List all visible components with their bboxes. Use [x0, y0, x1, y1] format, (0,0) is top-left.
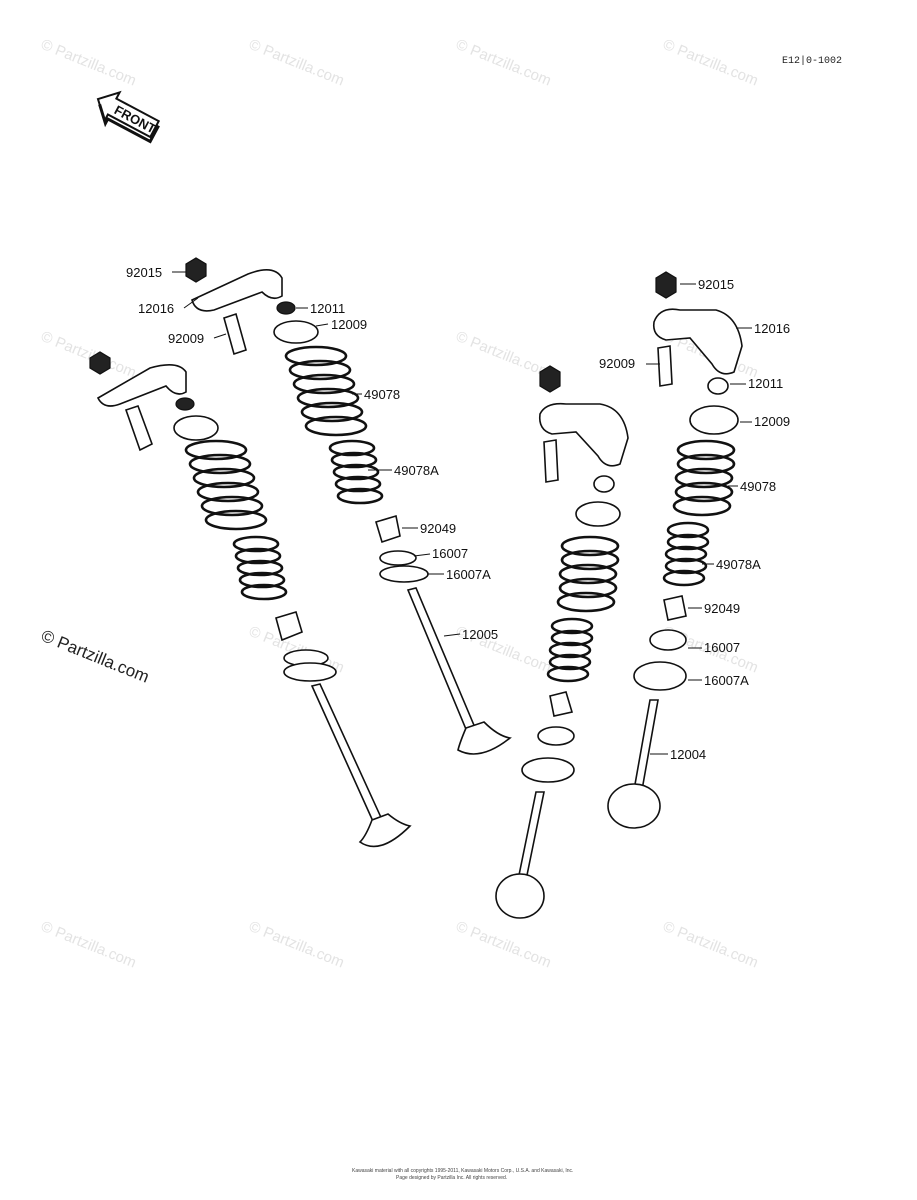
- cotter-icon: [276, 301, 296, 315]
- retainer-icon: [575, 501, 621, 527]
- valve-stem-icon: [633, 699, 659, 791]
- label-92015: 92015: [698, 277, 734, 292]
- valve-stem-icon: [517, 791, 545, 881]
- nut-icon: [185, 257, 207, 283]
- outer-spring-icon: [284, 345, 368, 437]
- valve-stem-icon: [406, 587, 478, 736]
- watermark: © Partzilla.com: [39, 918, 139, 972]
- watermark: © Partzilla.com: [661, 36, 761, 90]
- label-12011: 12011: [310, 301, 345, 316]
- spring-seat-icon: [649, 629, 687, 651]
- spring-seat-outer-icon: [633, 661, 687, 691]
- watermark: © Partzilla.com: [454, 328, 554, 382]
- rocker-arm-icon: [191, 269, 283, 312]
- label-16007: 16007: [704, 640, 740, 655]
- outer-spring-icon: [184, 439, 268, 531]
- watermark: © Partzilla.com: [247, 918, 347, 972]
- copyright-line-1: Kawasaki material with all copyrights 19…: [352, 1168, 573, 1174]
- left-labeled-assembly: 92015 12016 12011 92009 12009 49078 4907…: [126, 257, 512, 755]
- middle-valve-assembly: [495, 365, 629, 919]
- label-16007a: 16007A: [446, 567, 491, 582]
- label-12005: 12005: [462, 627, 498, 642]
- retainer-icon: [173, 415, 219, 441]
- label-49078: 49078: [364, 387, 400, 402]
- spring-seat-outer-icon: [283, 662, 337, 682]
- inner-spring-icon: [328, 439, 384, 505]
- nut-icon: [89, 351, 111, 375]
- label-92009: 92009: [168, 331, 204, 346]
- label-92009: 92009: [599, 356, 635, 371]
- right-labeled-assembly: 92015 12016 92009 12011 12009 49078 4907…: [599, 271, 790, 829]
- label-49078a: 49078A: [716, 557, 761, 572]
- watermark: © Partzilla.com: [39, 36, 139, 90]
- cotter-icon: [593, 475, 615, 493]
- valve-head-icon: [358, 813, 412, 848]
- adjusting-screw-icon: [124, 404, 153, 452]
- nut-icon: [539, 365, 561, 393]
- label-12009: 12009: [331, 317, 367, 332]
- diagram-code: E12|0-1002: [782, 55, 842, 67]
- watermark: © Partzilla.com: [454, 36, 554, 90]
- watermark: © Partzilla.com: [454, 918, 554, 972]
- rocker-arm-icon: [652, 308, 743, 375]
- spring-seat-outer-icon: [521, 757, 575, 783]
- far-left-valve-assembly: [89, 351, 412, 848]
- stem-seal-icon: [375, 514, 401, 544]
- inner-spring-icon: [232, 535, 288, 601]
- watermark: © Partzilla.com: [247, 36, 347, 90]
- label-92015: 92015: [126, 265, 162, 280]
- label-16007: 16007: [432, 546, 468, 561]
- adjusting-screw-icon: [223, 312, 247, 356]
- spring-seat-icon: [537, 726, 575, 746]
- rocker-arm-icon: [96, 364, 187, 407]
- inner-spring-icon: [662, 521, 710, 587]
- label-92049: 92049: [704, 601, 740, 616]
- retainer-icon: [273, 320, 319, 344]
- nut-icon: [655, 271, 677, 299]
- watermark-dark: © Partzilla.com: [39, 626, 152, 687]
- watermark: © Partzilla.com: [661, 918, 761, 972]
- label-16007a: 16007A: [704, 673, 749, 688]
- adjusting-screw-icon: [543, 439, 559, 483]
- label-92049: 92049: [420, 521, 456, 536]
- spring-seat-outer-icon: [379, 565, 429, 583]
- outer-spring-icon: [556, 535, 620, 613]
- valve-head-icon: [495, 873, 545, 919]
- valve-head-icon: [457, 721, 512, 755]
- label-12016: 12016: [754, 321, 790, 336]
- copyright-line-2: Page designed by Partzilla Inc. All righ…: [396, 1175, 507, 1181]
- label-12011: 12011: [748, 376, 783, 391]
- label-12016: 12016: [138, 301, 174, 316]
- spring-seat-icon: [379, 550, 417, 566]
- cotter-icon: [175, 397, 195, 411]
- retainer-icon: [689, 405, 739, 435]
- label-12004: 12004: [670, 747, 706, 762]
- stem-seal-icon: [549, 691, 574, 717]
- label-49078: 49078: [740, 479, 776, 494]
- outer-spring-icon: [672, 439, 736, 517]
- label-49078a: 49078A: [394, 463, 439, 478]
- stem-seal-icon: [663, 595, 687, 621]
- inner-spring-icon: [546, 617, 594, 683]
- front-arrow-icon: FRONT: [96, 90, 161, 144]
- adjusting-screw-icon: [657, 345, 673, 387]
- label-12009: 12009: [754, 414, 790, 429]
- valve-stem-icon: [310, 683, 386, 830]
- valve-head-icon: [607, 783, 661, 829]
- rocker-arm-icon: [538, 402, 629, 467]
- cotter-icon: [707, 377, 729, 395]
- watermark: © Partzilla.com: [39, 328, 139, 382]
- stem-seal-icon: [275, 611, 303, 642]
